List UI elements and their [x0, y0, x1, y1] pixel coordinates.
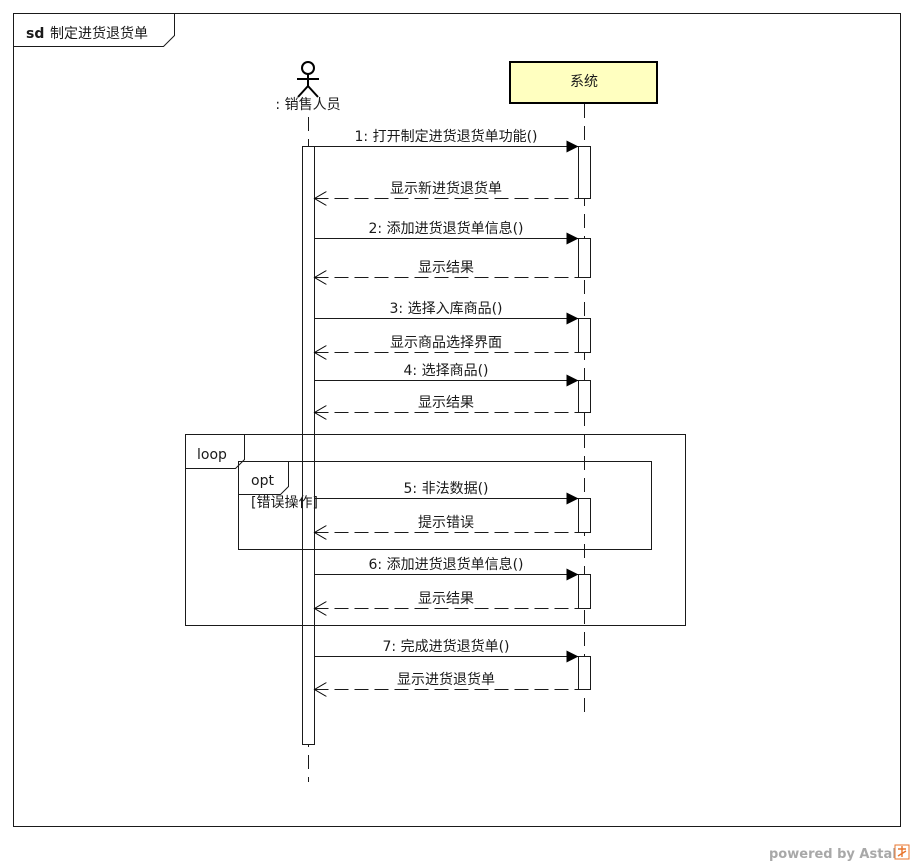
reply-message-label-6: 显示商品选择界面	[390, 335, 502, 351]
loop-fragment-label-box	[185, 434, 245, 469]
diagram-frame-keyword: sd	[26, 26, 44, 42]
call-message-label-13: 7: 完成进货退货单()	[383, 638, 510, 655]
system-activation-bar-4	[578, 380, 591, 413]
call-message-label-11: 6: 添加进货退货单信息()	[369, 556, 524, 573]
reply-message-label-12: 显示结果	[418, 591, 474, 607]
opt-fragment-guard: [错误操作]	[251, 495, 318, 511]
opt-fragment	[238, 461, 652, 550]
reply-message-label-10: 提示错误	[418, 515, 474, 531]
call-message-label-3: 2: 添加进货退货单信息()	[369, 220, 524, 237]
actor-activation-bar	[302, 146, 315, 745]
reply-message-label-14: 显示进货退货单	[397, 671, 495, 688]
system-activation-bars	[578, 146, 591, 690]
diagram-frame-label-box	[13, 13, 175, 47]
loop-fragment	[185, 434, 686, 626]
actor-figure-icon[interactable]	[297, 61, 319, 98]
diagram-title: 制定进货退货单	[50, 25, 148, 42]
call-message-label-7: 4: 选择商品()	[404, 363, 489, 379]
system-activation-bar-7	[578, 656, 591, 690]
powered-by-watermark: powered by Astah	[769, 847, 901, 862]
reply-message-label-8: 显示结果	[418, 395, 474, 411]
opt-fragment-label-box	[238, 461, 289, 495]
reply-message-label-4: 显示结果	[418, 260, 474, 276]
astah-logo-icon	[894, 844, 910, 860]
reply-message-label-2: 显示新进货退货单	[390, 180, 502, 197]
loop-fragment-keyword: loop	[197, 447, 227, 463]
system-activation-bar-2	[578, 238, 591, 278]
system-activation-bar-6	[578, 574, 591, 609]
call-message-label-9: 5: 非法数据()	[404, 481, 489, 497]
system-activation-bar-3	[578, 318, 591, 353]
actor-name: : 销售人员	[275, 97, 340, 113]
system-participant-name: 系统	[570, 74, 598, 90]
messages-group: 1: 打开制定进货退货单功能() 显示新进货退货单 2: 添加进货退货单信息() 显示…	[315, 128, 579, 690]
opt-fragment-keyword: opt	[251, 473, 274, 489]
call-message-label-5: 3: 选择入库商品()	[390, 301, 503, 317]
call-message-label-1: 1: 打开制定进货退货单功能()	[355, 128, 538, 145]
diagram-frame	[13, 13, 901, 827]
system-activation-bar-5	[578, 498, 591, 533]
system-participant-box[interactable]	[509, 61, 658, 104]
system-activation-bar-1	[578, 146, 591, 199]
